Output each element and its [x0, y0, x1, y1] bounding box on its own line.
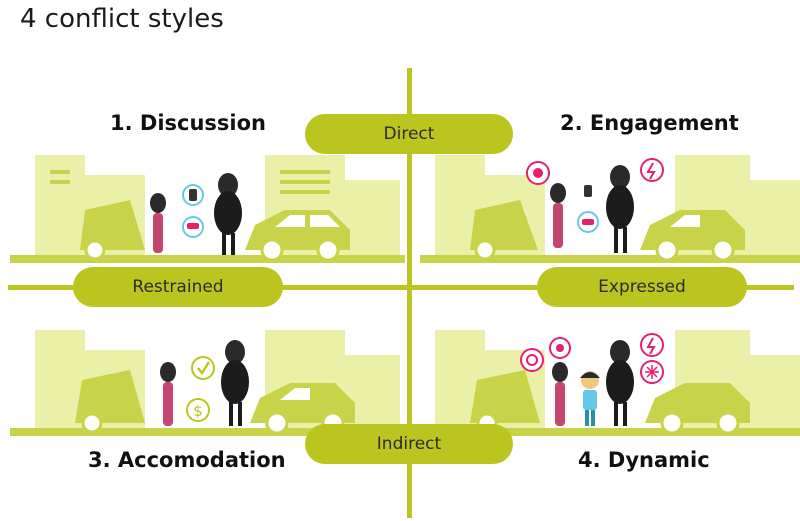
quadrant-dynamic-scene — [420, 330, 800, 510]
quadrant-label-engagement: 2. Engagement — [560, 111, 739, 135]
axis-label-restrained: Restrained — [73, 267, 283, 307]
quadrant-label-dynamic: 4. Dynamic — [578, 448, 710, 472]
quadrant-engagement-scene — [420, 155, 800, 335]
quadrant-label-discussion: 1. Discussion — [110, 111, 267, 135]
quadrant-accomodation-scene: $ — [10, 330, 405, 510]
quadrant-discussion-scene — [10, 155, 405, 335]
vertical-axis-line — [407, 68, 412, 518]
quadrant-label-accomodation: 3. Accomodation — [88, 448, 286, 472]
axis-label-indirect: Indirect — [305, 424, 513, 464]
horizontal-axis-line — [8, 285, 794, 290]
axis-label-direct: Direct — [305, 114, 513, 154]
page-title: 4 conflict styles — [20, 4, 224, 34]
svg-text:$: $ — [193, 402, 203, 420]
axis-label-expressed: Expressed — [537, 267, 747, 307]
